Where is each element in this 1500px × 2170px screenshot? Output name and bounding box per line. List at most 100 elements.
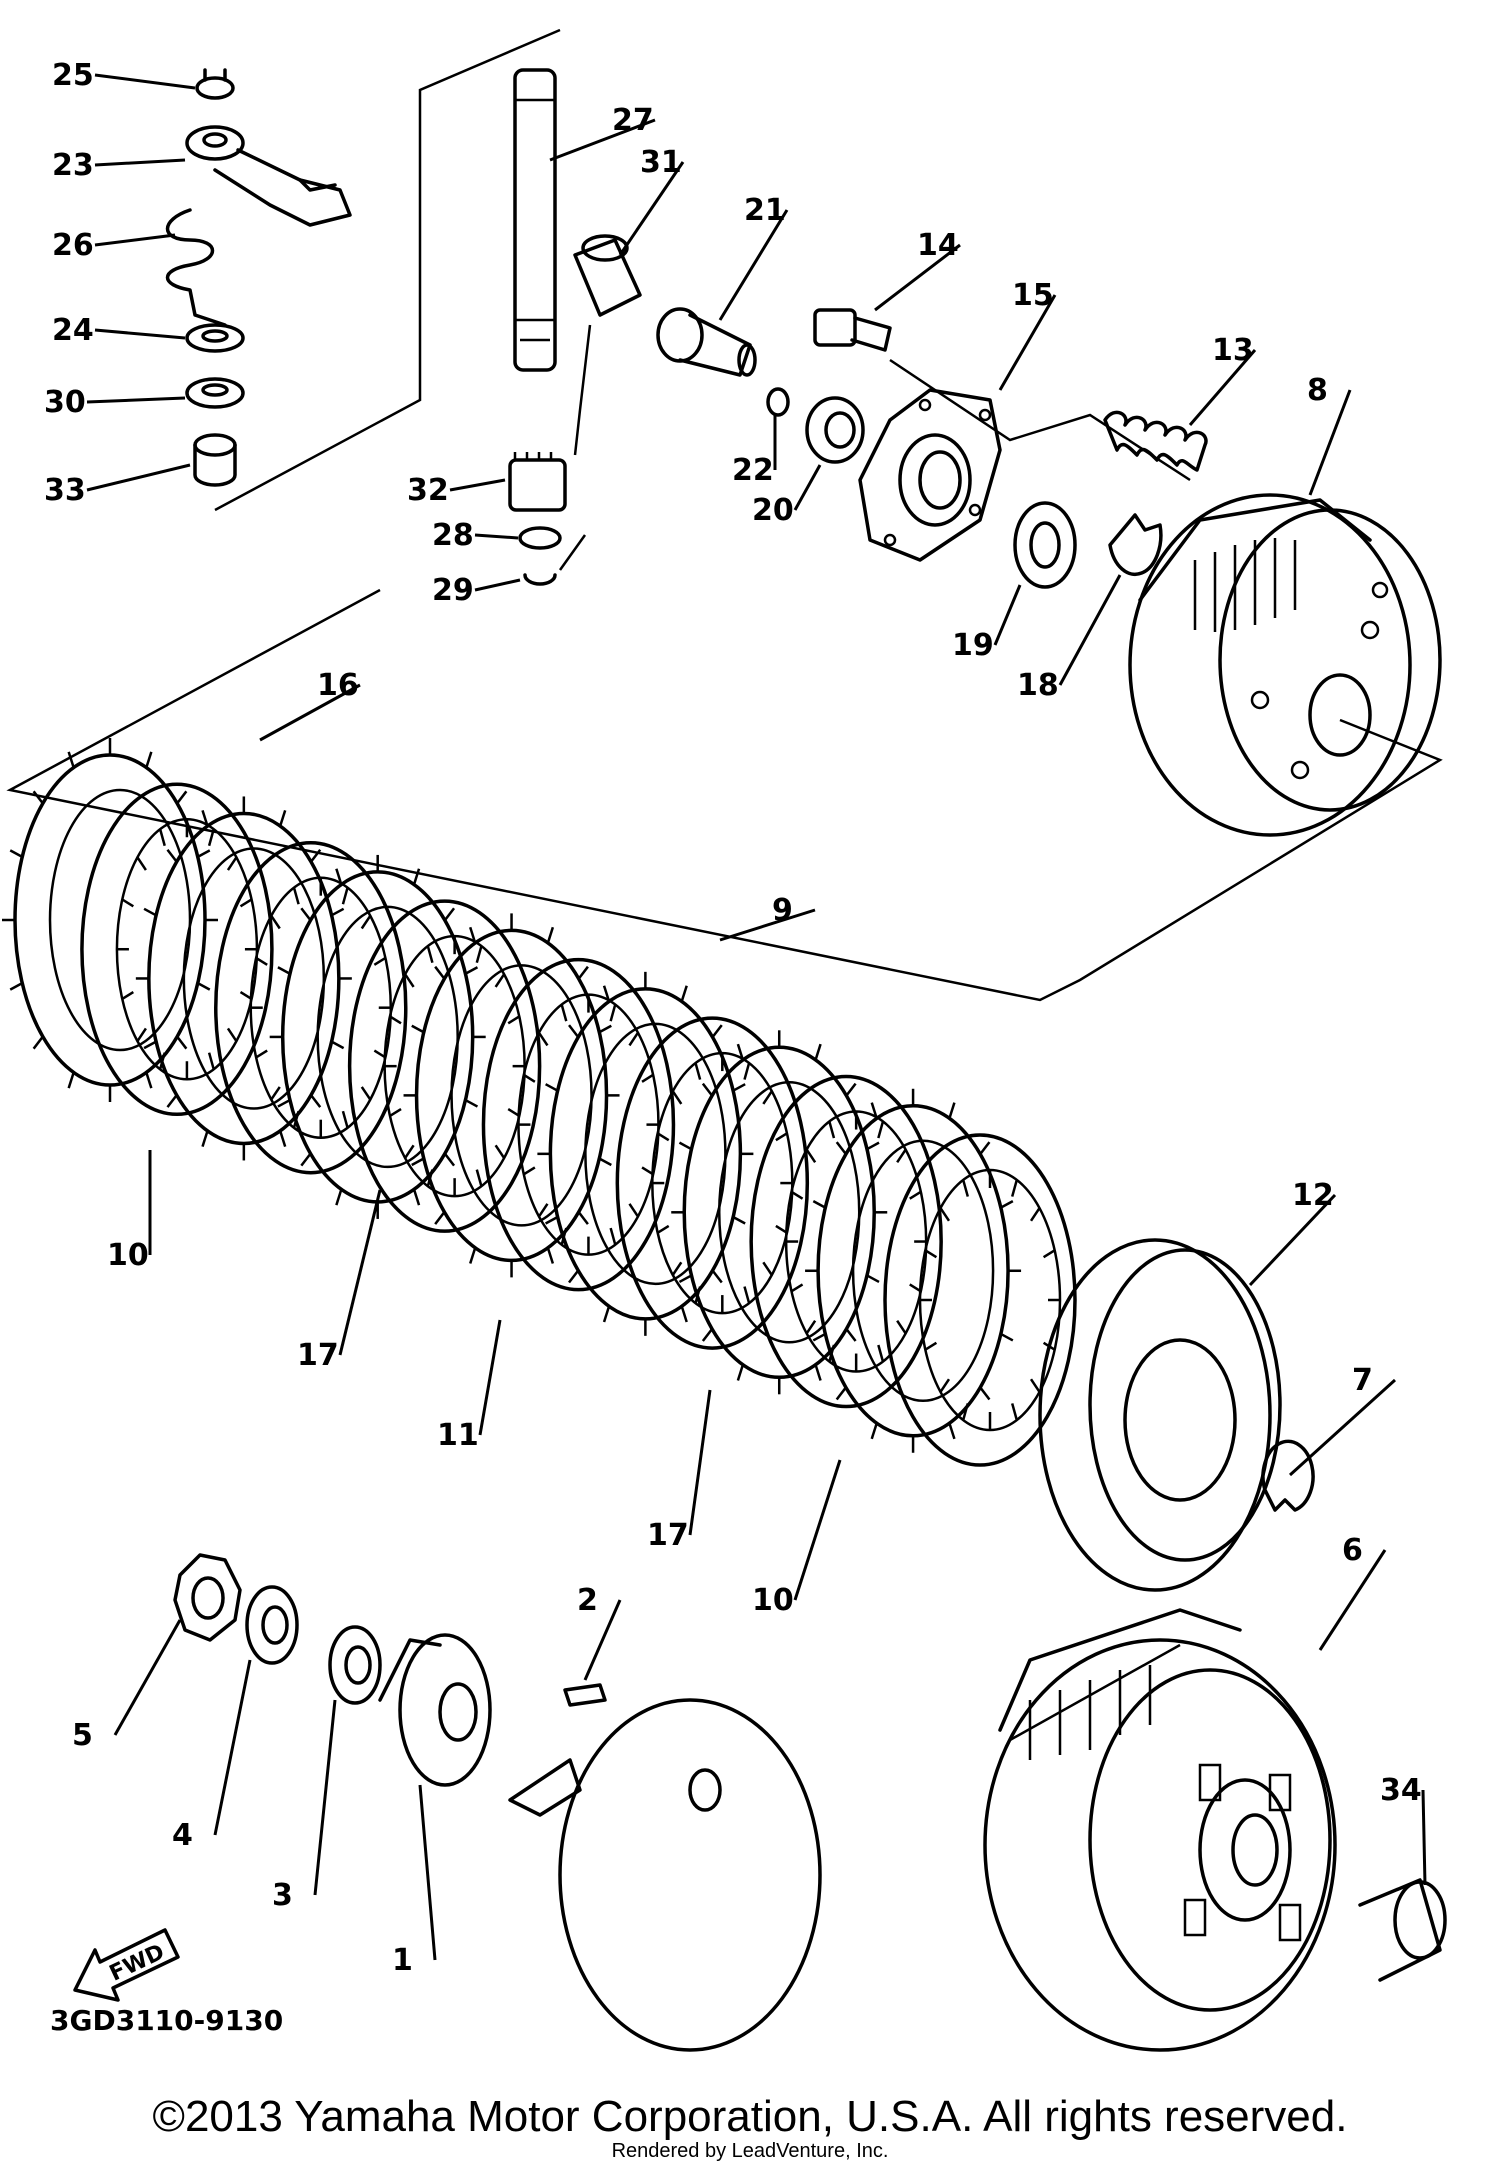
part-number-label: 29 [432, 573, 474, 608]
friction-plate [269, 854, 486, 1219]
part-number-label: 23 [52, 148, 94, 183]
steel-plate [347, 899, 542, 1233]
part-callouts: 2523262430332731322829212214201513819181… [44, 58, 1427, 1978]
callout-leader [259, 683, 361, 742]
part-number-label: 9 [772, 893, 793, 928]
part-number-label: 8 [1307, 373, 1328, 408]
part-number-label: 15 [1012, 278, 1054, 313]
pressure-plate-part [858, 388, 1002, 562]
part-number-label: 2 [577, 1583, 598, 1618]
clutch-housing-part [983, 1608, 1337, 2052]
callout-leader [86, 463, 191, 492]
clutch-plate-stack [2, 738, 1077, 1467]
circlip-part [1261, 1439, 1315, 1512]
callout-leader [1188, 349, 1257, 426]
friction-plate [805, 1088, 1022, 1453]
callout-leader [474, 578, 521, 592]
part-number-label: 3 [272, 1878, 293, 1913]
fwd-direction-marker: FWD [73, 1928, 180, 2002]
friction-plate [135, 796, 352, 1161]
part-number-label: 34 [1380, 1773, 1422, 1808]
part-number-label: 18 [1017, 668, 1059, 703]
callout-leader [113, 1619, 182, 1736]
callout-leader [94, 233, 176, 247]
primary-pressure-plate-part [1038, 1238, 1282, 1592]
part-number-label: 6 [1342, 1533, 1363, 1568]
callout-leader [993, 584, 1022, 646]
callout-leader [719, 908, 816, 942]
friction-plate [537, 971, 754, 1336]
callout-leader [474, 533, 519, 540]
callout-leader [793, 464, 822, 511]
primary-drive-parts [173, 1553, 822, 2052]
callout-leader [618, 161, 685, 256]
part-number-label: 24 [52, 313, 94, 348]
part-number-label: 30 [44, 385, 86, 420]
part-number-label: 19 [952, 628, 994, 663]
part-number-label: 5 [72, 1718, 93, 1753]
part-number-label: 26 [52, 228, 94, 263]
steel-plate [615, 1016, 810, 1350]
kick-gear-parts [508, 234, 642, 586]
part-number-label: 31 [640, 145, 682, 180]
part-number-label: 7 [1352, 1363, 1373, 1398]
steel-plate [883, 1133, 1077, 1467]
callout-leader [688, 1389, 712, 1536]
part-number-label: 12 [1292, 1178, 1334, 1213]
part-number-label: 21 [744, 193, 786, 228]
part-number-label: 10 [752, 1583, 794, 1618]
part-number-label: 4 [172, 1818, 193, 1853]
part-number-label: 17 [297, 1338, 339, 1373]
rendered-by-note: Rendered by LeadVenture, Inc. [611, 2140, 889, 2162]
callout-leader [418, 1784, 437, 1961]
callout-leader [86, 396, 186, 404]
part-number-label: 11 [437, 1418, 479, 1453]
callout-leader [1421, 1789, 1427, 1886]
friction-plate [403, 913, 620, 1278]
fwd-label: FWD [106, 1940, 169, 1987]
callout-leader [94, 328, 186, 340]
spring-part [1103, 410, 1208, 472]
callout-leader [94, 158, 186, 167]
bolt-part [813, 308, 892, 352]
bearing-part [805, 396, 865, 464]
callout-leader [793, 1459, 842, 1601]
part-number-label: 33 [44, 473, 86, 508]
drawing-code: 3GD3110-9130 [50, 2004, 283, 2037]
part-number-label: 17 [647, 1518, 689, 1553]
part-number-label: 10 [107, 1238, 149, 1273]
lock-washer-part [1108, 513, 1163, 577]
callout-leader [583, 1599, 622, 1681]
part-number-label: 22 [732, 453, 774, 488]
copyright-notice: ©2013 Yamaha Motor Corporation, U.S.A. A… [152, 2092, 1348, 2141]
part-number-label: 14 [917, 228, 959, 263]
part-number-label: 25 [52, 58, 94, 93]
callout-leader [718, 209, 789, 321]
callout-leader [213, 1659, 252, 1836]
callout-leader [874, 243, 961, 312]
steel-plate [214, 840, 408, 1175]
callout-leader [1248, 1193, 1337, 1287]
o-ring-part [766, 387, 790, 417]
callout-leader [94, 73, 196, 90]
steel-plate [80, 782, 274, 1116]
washer-part [1013, 501, 1077, 589]
callout-leader [449, 478, 506, 492]
friction-plate [671, 1030, 888, 1395]
part-number-label: 27 [612, 103, 654, 138]
part-number-label: 1 [392, 1943, 413, 1978]
callout-leader [478, 1319, 502, 1436]
steel-plate [481, 957, 676, 1292]
part-number-label: 13 [1212, 333, 1254, 368]
shaft-part [513, 68, 557, 372]
spacer-part [1358, 1878, 1447, 1982]
callout-leader [549, 118, 656, 162]
part-number-label: 20 [752, 493, 794, 528]
lever-group-parts [165, 28, 561, 512]
callout-leader [338, 1189, 382, 1356]
clutch-boss-part [6, 493, 1443, 1002]
callout-leader [998, 294, 1057, 391]
friction-plate [2, 738, 218, 1102]
